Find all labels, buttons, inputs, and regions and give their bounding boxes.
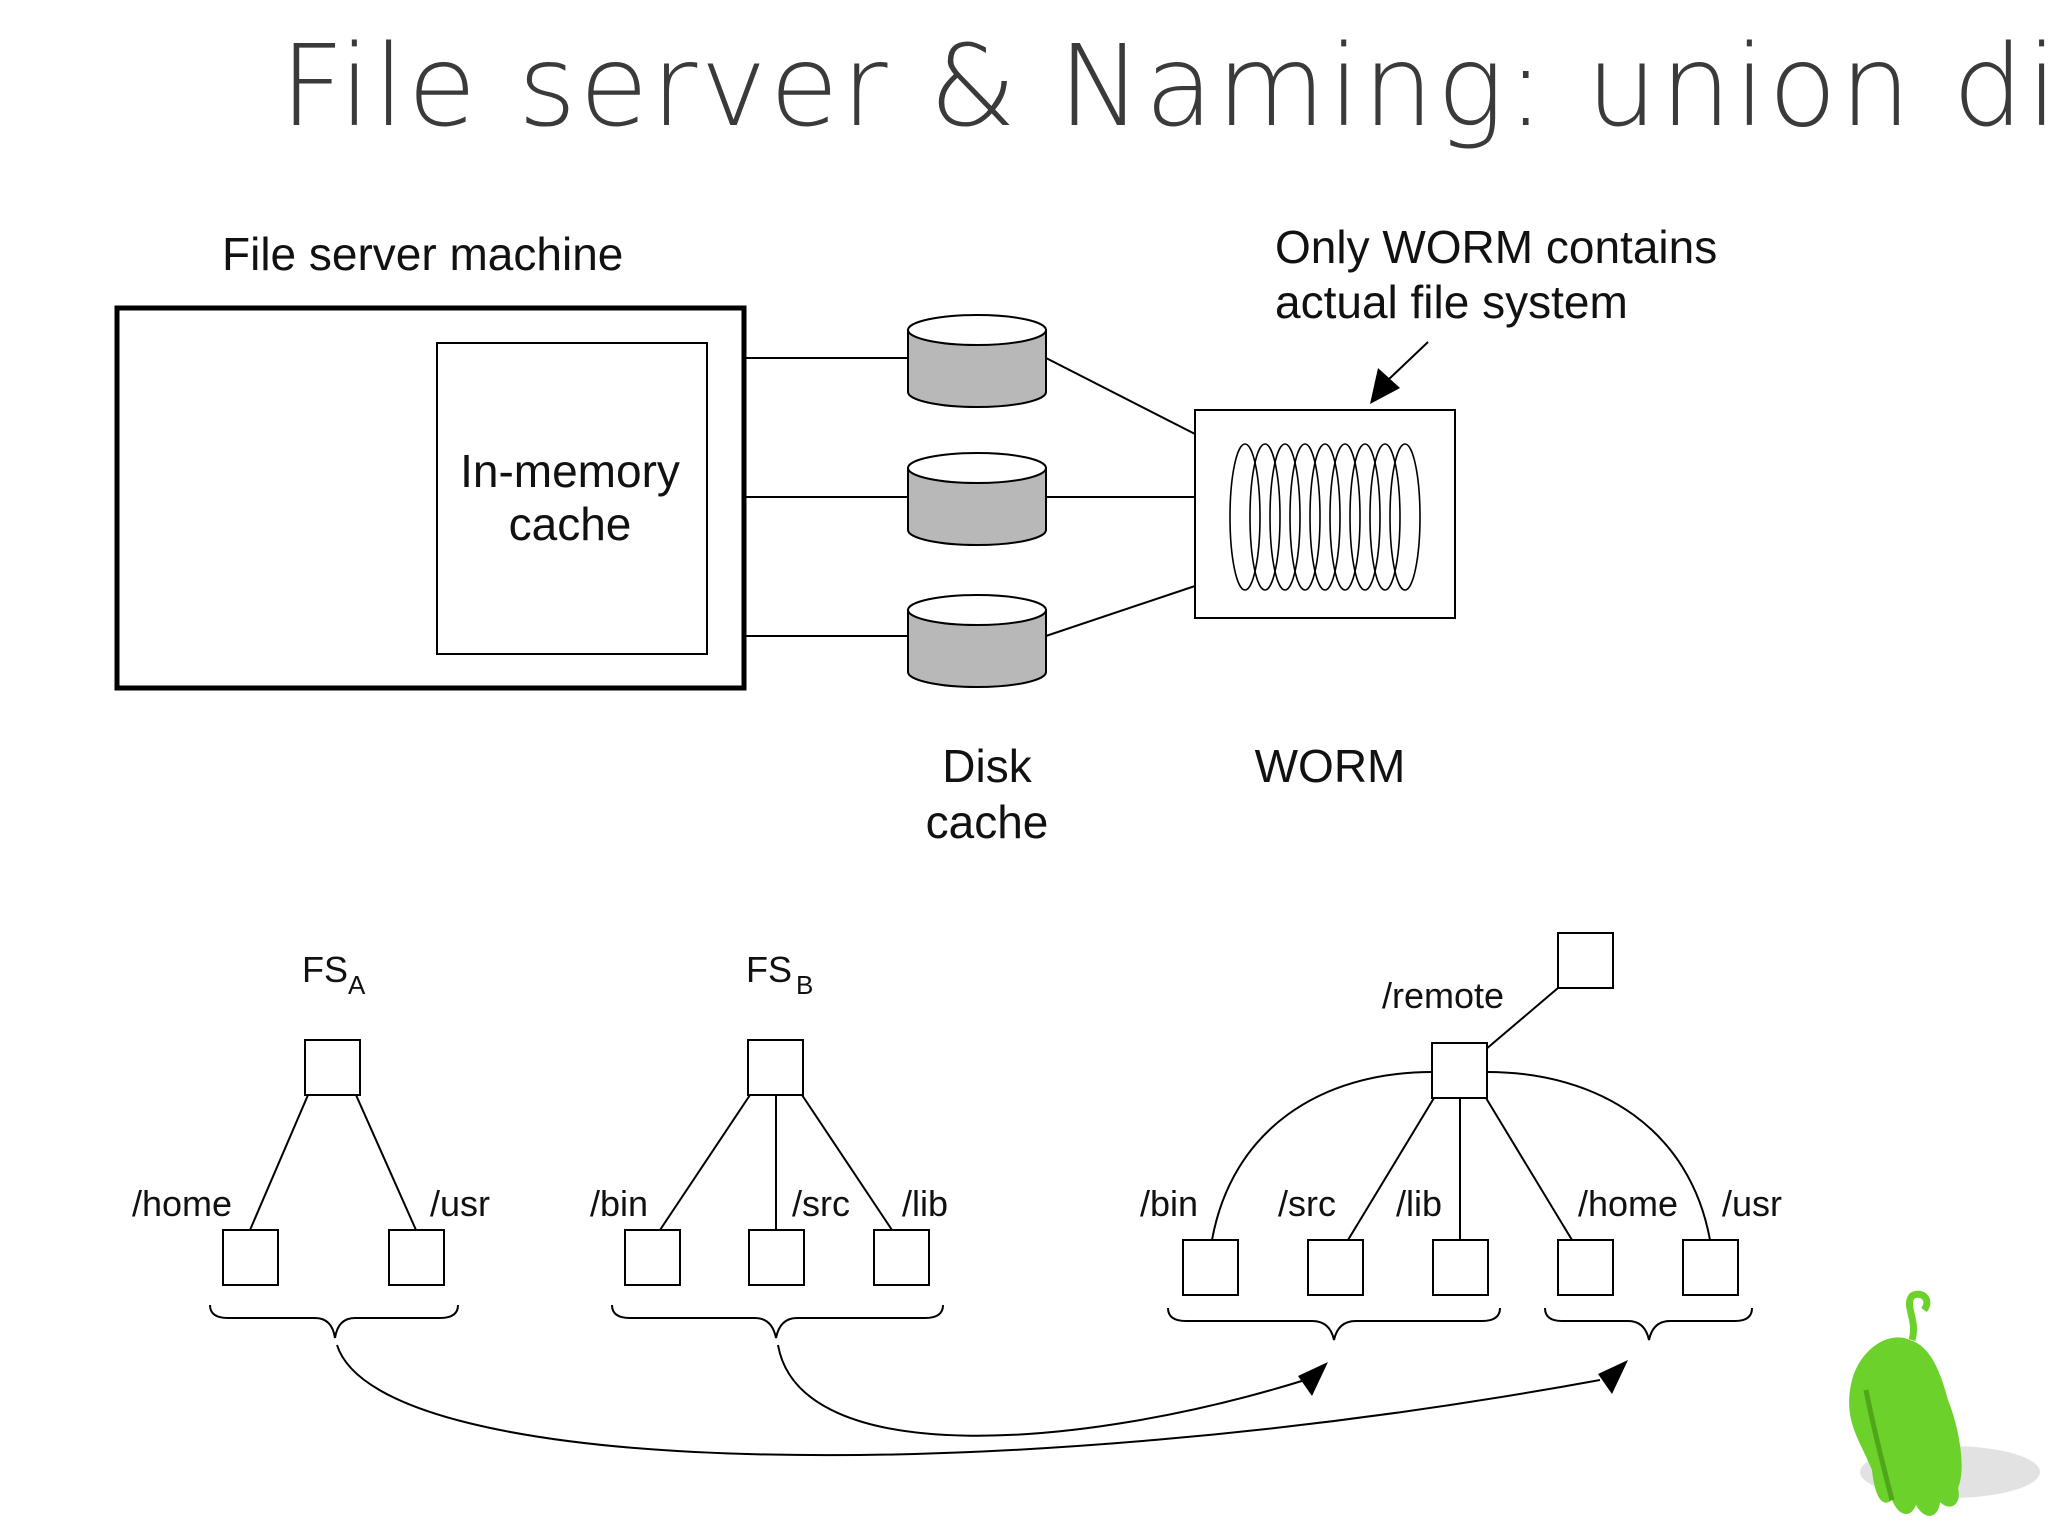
fs-b-root-node bbox=[747, 1039, 804, 1096]
union-lib-node bbox=[1432, 1239, 1489, 1296]
file-server-machine-box bbox=[114, 305, 747, 691]
fs-b-to-union-arrow bbox=[777, 1344, 1306, 1437]
in-memory-cache-label: In-memory bbox=[460, 445, 680, 497]
union-usr-node bbox=[1682, 1239, 1739, 1296]
disk-cache-label-2: cache bbox=[926, 796, 1049, 848]
fs-a-usr-label: /usr bbox=[430, 1183, 490, 1224]
fs-b-bin-label: /bin bbox=[590, 1183, 648, 1224]
fs-b-brace bbox=[611, 1304, 944, 1339]
union-home-node bbox=[1557, 1239, 1614, 1296]
fs-a-to-union-arrowhead bbox=[1598, 1360, 1628, 1394]
worm-note-arrow-line bbox=[1387, 341, 1429, 381]
file-server-machine-label: File server machine bbox=[222, 228, 623, 280]
worm-note-arrowhead bbox=[1370, 368, 1400, 404]
fs-b-bin-node bbox=[624, 1229, 681, 1286]
worm-note-line-2: actual file system bbox=[1275, 276, 1628, 328]
fs-a-home-label: /home bbox=[132, 1183, 232, 1224]
union-lib-label: /lib bbox=[1396, 1183, 1442, 1224]
worm-coil-icon bbox=[1229, 443, 1421, 591]
page-title: File server & Naming: union directory bbox=[280, 22, 2048, 152]
disk-cache-label: Disk bbox=[942, 740, 1032, 792]
union-tree: /remote /bin /src /lib /home /usr bbox=[1140, 932, 1782, 1341]
remote-root-node bbox=[1431, 1042, 1488, 1099]
disk-worm-line-1 bbox=[1045, 357, 1196, 435]
fs-b-to-union-arrowhead bbox=[1298, 1362, 1328, 1396]
file-server-diagram: File server machine In-memory cache bbox=[114, 221, 1717, 848]
in-memory-cache-label-2: cache bbox=[509, 498, 632, 550]
union-bin-node bbox=[1182, 1239, 1239, 1296]
union-src-label: /src bbox=[1278, 1183, 1336, 1224]
fs-a-to-union-arrow bbox=[336, 1344, 1601, 1457]
union-bin-label: /bin bbox=[1140, 1183, 1198, 1224]
disk-cache-2 bbox=[907, 452, 1047, 546]
fs-b-lib-label: /lib bbox=[902, 1183, 948, 1224]
fs-a-root-node bbox=[304, 1039, 361, 1096]
remote-mount-label: /remote bbox=[1382, 975, 1504, 1016]
disk-cache-1 bbox=[907, 314, 1047, 408]
green-mascot-icon bbox=[1849, 1290, 2040, 1516]
fs-b-src-node bbox=[748, 1229, 805, 1286]
union-src-node bbox=[1307, 1239, 1364, 1296]
fs-a-brace bbox=[209, 1304, 459, 1339]
in-memory-cache-box bbox=[436, 342, 708, 655]
fs-a-label: FSA bbox=[302, 949, 366, 1000]
union-brace-left bbox=[1167, 1307, 1501, 1341]
fs-b-src-label: /src bbox=[792, 1183, 850, 1224]
disk-cache-3 bbox=[907, 594, 1047, 688]
remote-parent-node bbox=[1557, 932, 1614, 989]
union-usr-label: /usr bbox=[1722, 1183, 1782, 1224]
worm-note-line-1: Only WORM contains bbox=[1275, 221, 1717, 273]
union-home-label: /home bbox=[1578, 1183, 1678, 1224]
disk-worm-line-3 bbox=[1045, 585, 1196, 637]
fs-a-usr-node bbox=[388, 1229, 445, 1286]
worm-label: WORM bbox=[1255, 740, 1406, 792]
fs-a-tree: FSA /home /usr bbox=[132, 949, 490, 1339]
worm-box bbox=[1194, 409, 1456, 619]
union-brace-right bbox=[1544, 1307, 1753, 1341]
fs-a-home-node bbox=[222, 1229, 279, 1286]
fs-b-lib-node bbox=[873, 1229, 930, 1286]
